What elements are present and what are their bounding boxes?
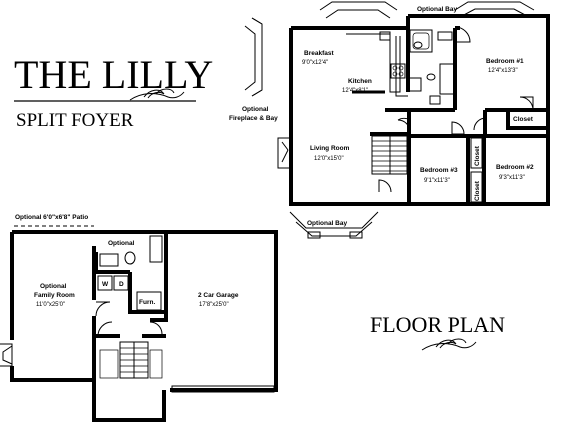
bedroom2-door	[451, 121, 465, 135]
label-bedroom1-size: 12'4"x13'3"	[488, 68, 518, 74]
lower-stairs	[99, 341, 163, 379]
living-door	[378, 179, 392, 193]
closet-b2-box	[470, 171, 483, 203]
upper-outer-wall-left	[289, 28, 409, 206]
bathtub	[409, 29, 433, 53]
optional-bay-top-kitchen	[325, 9, 391, 19]
label-garage-size: 17'8"x25'0"	[199, 302, 229, 308]
shower	[439, 63, 455, 95]
toilet-2	[426, 73, 436, 81]
label-optional-fireplace-2: Fireplace & Bay	[229, 115, 278, 122]
label-kitchen-size: 12'4"x8'1"	[342, 88, 368, 94]
lower-shower	[149, 235, 163, 263]
bedroom3-door	[397, 108, 411, 121]
garage-door-swing	[149, 321, 163, 335]
label-bedroom2: Bedroom #2	[496, 164, 534, 171]
label-kitchen: Kitchen	[348, 78, 372, 85]
optional-bay-left	[251, 17, 263, 97]
label-family-room-1: Optional	[40, 283, 67, 290]
kitchen-counter	[346, 33, 401, 93]
furnace-wall	[128, 272, 166, 314]
kitchen-sink	[379, 31, 391, 41]
label-family-room-size: 11'0"x25'0"	[36, 302, 65, 308]
label-garage: 2 Car Garage	[198, 292, 239, 299]
label-patio: Optional 6'0"x6'8" Patio	[15, 214, 88, 221]
label-optional-bay-bottom: Optional Bay	[307, 220, 347, 227]
lower-vanity	[99, 253, 119, 267]
bedroom1-door	[454, 26, 471, 43]
label-bedroom3: Bedroom #3	[420, 167, 458, 174]
label-closet-b2: Closet	[474, 180, 481, 201]
lower-floor-plan	[0, 225, 278, 422]
label-bedroom2-size: 9'3"x11'3"	[499, 175, 525, 181]
upper-stairs	[371, 135, 408, 175]
label-living-room-size: 12'0"x15'0"	[314, 156, 344, 162]
label-bedroom3-size: 9'1"x11'3"	[424, 178, 450, 184]
label-optional-bath: Optional	[108, 240, 135, 247]
kitchen-range	[390, 63, 406, 79]
label-closet-b3: Closet	[474, 145, 481, 166]
title-flourish	[129, 88, 185, 101]
label-optional-fireplace-1: Optional	[242, 106, 269, 113]
label-breakfast-size: 9'0"x12'4"	[302, 60, 328, 66]
closet-b1-door	[519, 96, 534, 111]
label-family-room-2: Family Room	[34, 292, 75, 299]
title-the-lilly: THE LILLY	[14, 52, 213, 97]
fridge	[407, 77, 422, 92]
fireplace	[277, 137, 293, 169]
floor-plan-label: FLOOR PLAN	[370, 312, 505, 337]
label-dryer: D	[119, 281, 124, 288]
label-bedroom1: Bedroom #1	[486, 58, 524, 65]
optional-bay-bottom	[295, 221, 373, 237]
stair-door	[97, 321, 113, 337]
upper-top-wall-right	[408, 14, 550, 136]
label-optional-bay-top: Optional Bay	[417, 6, 457, 13]
closet-b3-box	[470, 137, 483, 169]
linen	[429, 95, 441, 105]
garage-interior-wall	[150, 232, 168, 322]
label-washer: W	[102, 281, 109, 288]
floor-plan-flourish	[421, 338, 477, 351]
dryer-box	[113, 275, 129, 291]
optional-bay-top-bedroom	[454, 1, 535, 11]
furnace-box	[136, 291, 162, 311]
washer-box	[97, 275, 113, 291]
lower-outer-wall	[12, 230, 278, 392]
closet-b1-wall	[506, 110, 548, 130]
label-closet-b1: Closet	[513, 116, 534, 123]
label-furnace: Furn.	[139, 299, 155, 306]
laundry-door	[95, 301, 111, 317]
label-breakfast: Breakfast	[304, 50, 334, 57]
garage-overhead-door	[171, 385, 275, 393]
label-living-room: Living Room	[310, 145, 350, 152]
upper-floor-plan	[244, 1, 550, 239]
toilet	[413, 41, 423, 49]
family-room-exterior-door	[0, 343, 13, 367]
lower-toilet	[124, 251, 136, 265]
bath-vanity	[437, 31, 453, 41]
subtitle-split-foyer: SPLIT FOYER	[16, 110, 134, 131]
